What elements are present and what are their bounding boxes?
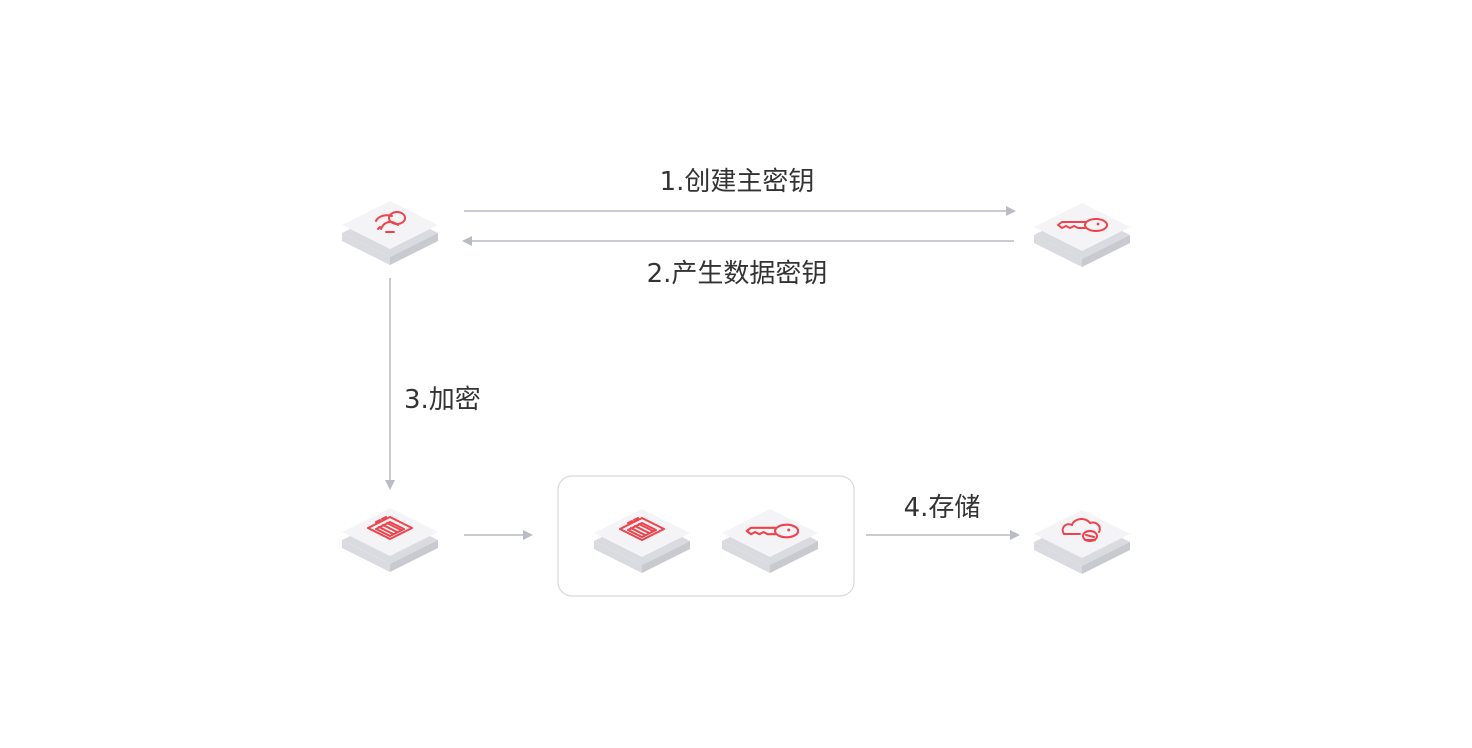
kms-node [1034, 203, 1130, 267]
step-2-label: 2.产生数据密钥 [647, 259, 828, 289]
data-node [342, 508, 438, 572]
storage-node [1034, 510, 1130, 574]
step-1-label: 1.创建主密钥 [660, 167, 815, 197]
step-3-label: 3.加密 [404, 385, 481, 415]
user-node [342, 201, 438, 265]
step-4-label: 4.存储 [904, 493, 981, 523]
